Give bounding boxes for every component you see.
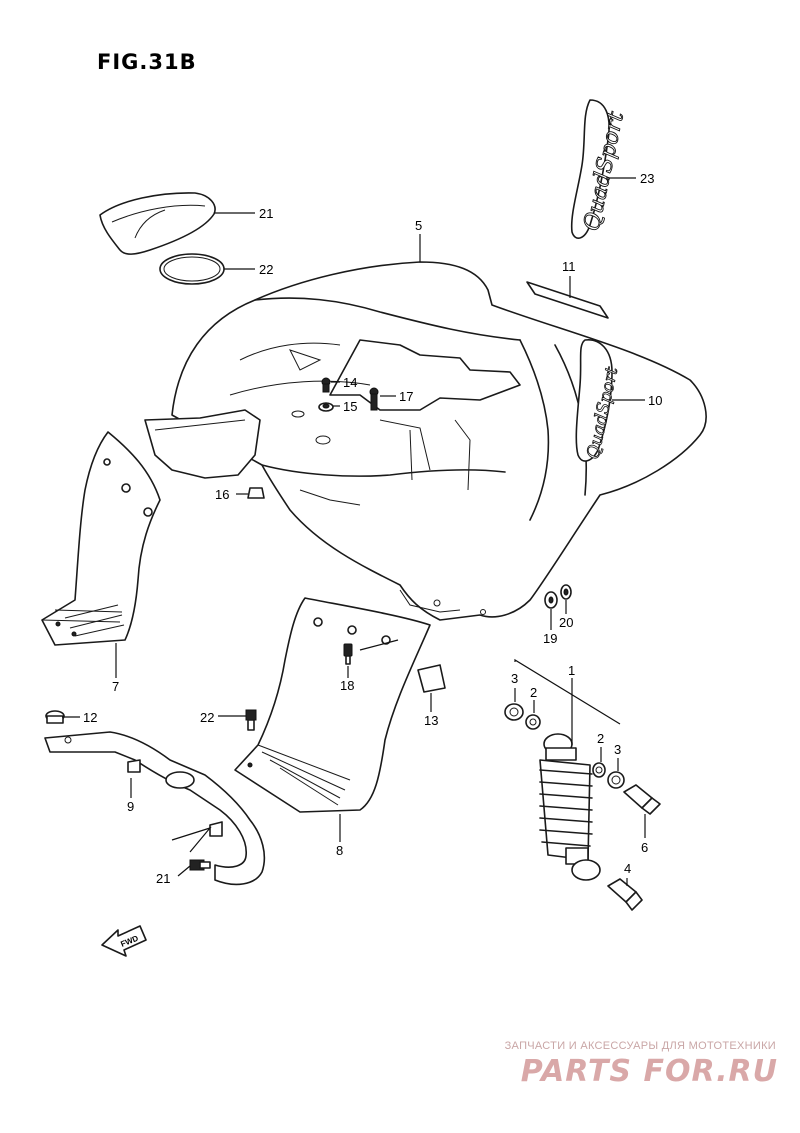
label-21: 21: [156, 871, 170, 886]
part-2-3-washers: [504, 703, 625, 789]
part-9-bracket: [44, 731, 266, 886]
part-6-left-flap: [144, 409, 261, 479]
label-25: 23: [640, 171, 654, 186]
label-3a: 3: [511, 671, 518, 686]
label-22: 22: [200, 710, 214, 725]
fwd-arrow-icon: FWD: [101, 925, 147, 957]
part-7-left-mudflap: [41, 431, 161, 646]
part-21-bolt: [189, 859, 211, 871]
fastener-group-top: [247, 377, 379, 499]
label-19: 19: [543, 631, 557, 646]
label-2b: 2: [597, 731, 604, 746]
part-18-bolt: [343, 643, 353, 665]
part-11-strip: [526, 281, 609, 319]
part-13-pad: [417, 664, 446, 693]
figure-title: FIG.31B: [97, 50, 197, 74]
leader-lines: [62, 177, 646, 886]
part-6-rear-fender: [171, 261, 707, 621]
part-23-pad: [99, 192, 216, 255]
part-labels: 21 22 23 5 11 10 14 15 17 16 7 18 13 19 …: [83, 171, 662, 886]
label-13: 13: [424, 713, 438, 728]
label-12: 12: [83, 710, 97, 725]
label-9: 9: [127, 799, 134, 814]
watermark-logo: PARTS FOR.RU: [520, 1054, 778, 1089]
label-1: 1: [568, 663, 575, 678]
part-5-bolt: [623, 784, 661, 815]
label-11: 11: [562, 259, 576, 274]
label-2a: 2: [530, 685, 537, 700]
label-15: 15: [343, 399, 357, 414]
part-12-cap: [45, 710, 65, 724]
watermark-tagline: ЗАПЧАСТИ И АКСЕССУАРЫ ДЛЯ МОТОТЕХНИКИ: [504, 1040, 776, 1052]
part-24-ring: [159, 253, 225, 285]
label-8: 8: [336, 843, 343, 858]
label-6: 5: [415, 218, 422, 233]
label-14: 14: [343, 375, 357, 390]
label-23: 21: [259, 206, 273, 221]
label-18: 18: [340, 678, 354, 693]
label-16: 16: [215, 487, 229, 502]
label-3b: 3: [614, 742, 621, 757]
label-5: 6: [641, 840, 648, 855]
part-19-20-nut-washer: [544, 584, 572, 609]
part-8-right-mudflap: [234, 597, 431, 813]
label-4: 4: [624, 861, 631, 876]
part-1-shock-absorber: [539, 733, 601, 881]
label-20: 20: [559, 615, 573, 630]
part-22-bolt: [245, 709, 257, 731]
label-10: 10: [648, 393, 662, 408]
part-25-emblem: QuadSport: [570, 99, 630, 239]
part-4-bolt: [607, 878, 643, 911]
label-7: 7: [112, 679, 119, 694]
label-17: 17: [399, 389, 413, 404]
label-24: 22: [259, 262, 273, 277]
